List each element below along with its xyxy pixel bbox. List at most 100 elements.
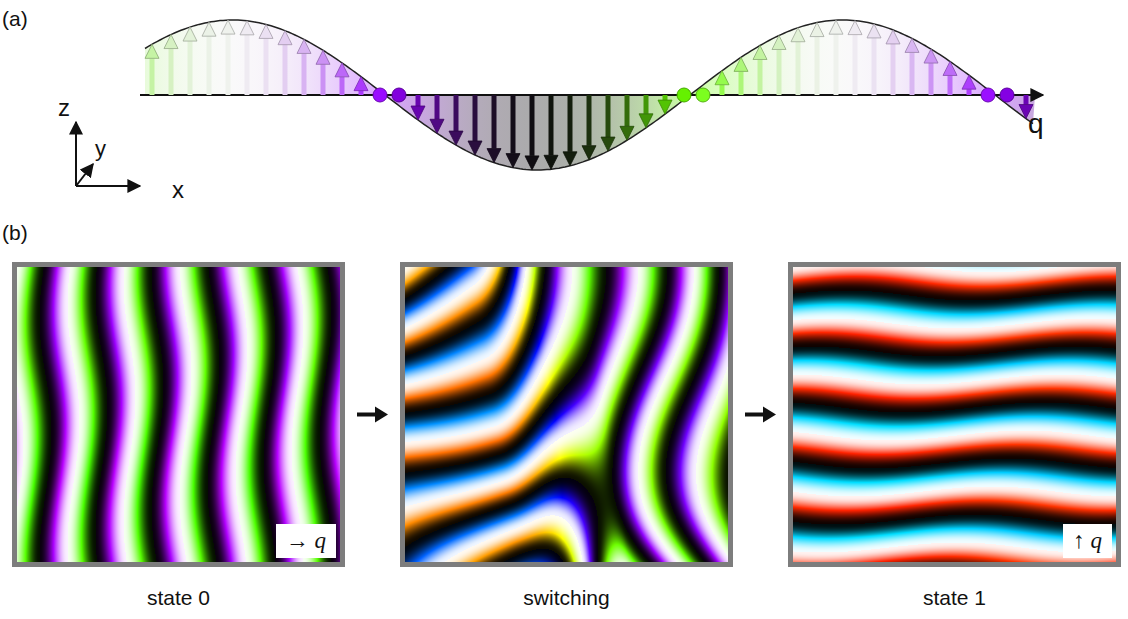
sequence-arrow: [357, 407, 388, 423]
simulation-panel: state 0→ q: [12, 262, 345, 567]
spin-shaft: [549, 95, 554, 155]
panel-caption: switching: [385, 586, 748, 610]
spin-head: [905, 38, 919, 52]
spin-shaft: [359, 91, 364, 95]
spin-head: [563, 152, 577, 166]
spin-shaft: [777, 49, 782, 95]
spin-shaft: [150, 58, 155, 95]
spin-head: [183, 27, 197, 41]
spin-shaft: [416, 95, 421, 106]
spin-shaft: [511, 95, 516, 154]
spin-head: [544, 155, 558, 169]
panel-letter: (a): [2, 8, 28, 29]
spin-shaft: [340, 77, 345, 95]
spin-shaft: [321, 64, 326, 95]
spin-head: [449, 131, 463, 145]
spin-shaft: [587, 95, 592, 146]
spin-dot: [1000, 88, 1014, 102]
spin-head: [164, 35, 178, 49]
spin-shaft: [739, 71, 744, 95]
spin-shaft: [910, 52, 915, 95]
spin-dot: [696, 88, 710, 102]
spin-head: [145, 44, 159, 58]
spin-head: [848, 21, 862, 35]
spin-head: [639, 114, 653, 128]
spin-shaft: [815, 37, 820, 95]
spin-shaft: [644, 95, 649, 114]
spin-head: [468, 141, 482, 155]
simulation-panel: switching: [400, 262, 733, 567]
axis-label: y: [95, 138, 106, 160]
spin-shaft: [226, 34, 231, 95]
spin-head: [316, 50, 330, 64]
spin-head: [810, 23, 824, 37]
spin-shaft: [625, 95, 630, 126]
spin-shaft: [891, 44, 896, 95]
wavevector-label: → q: [286, 528, 326, 553]
panel-letter: (b): [2, 222, 28, 243]
spin-head: [886, 30, 900, 44]
spin-shaft: [872, 38, 877, 95]
x-axis: [76, 185, 140, 187]
z-axis: [75, 122, 77, 186]
spin-head: [525, 156, 539, 170]
spin-dot: [392, 88, 406, 102]
spin-shaft: [720, 85, 725, 95]
spin-shaft: [188, 41, 193, 95]
wavevector-label: ↑ q: [1073, 528, 1102, 553]
spin-shaft: [245, 35, 250, 95]
spin-head: [772, 35, 786, 49]
spin-head: [829, 20, 843, 34]
spin-shaft: [169, 49, 174, 95]
spin-head: [240, 21, 254, 35]
spin-dot: [677, 88, 691, 102]
spin-head: [297, 39, 311, 53]
texture-map: [793, 267, 1116, 562]
spin-head: [867, 24, 881, 38]
spin-head: [487, 149, 501, 163]
spin-head: [601, 137, 615, 151]
simulation-panel: state 1↑ q: [788, 262, 1121, 567]
direction-inset: → q: [276, 524, 336, 558]
axis-label: q: [1028, 110, 1044, 138]
axis-label: x: [172, 178, 184, 202]
spin-head: [278, 31, 292, 45]
spin-shaft: [435, 95, 440, 119]
spin-shaft: [207, 36, 212, 95]
panel-caption: state 1: [773, 586, 1128, 610]
spin-arrows: [145, 20, 1033, 170]
spin-shaft: [568, 95, 573, 152]
spin-shaft: [264, 38, 269, 95]
spin-shaft: [758, 59, 763, 95]
y-axis: [76, 164, 93, 186]
spin-head: [791, 28, 805, 42]
sequence-arrow: [745, 407, 776, 423]
spin-shaft: [663, 95, 668, 100]
spin-shaft: [929, 63, 934, 95]
spin-head: [221, 20, 235, 34]
spin-head: [620, 126, 634, 140]
direction-inset: ↑ q: [1063, 524, 1112, 558]
spin-shaft: [454, 95, 459, 131]
spin-shaft: [492, 95, 497, 149]
spin-head: [924, 49, 938, 63]
spin-head: [259, 24, 273, 38]
spin-head: [411, 106, 425, 120]
spin-head: [354, 77, 368, 91]
spin-shaft: [948, 75, 953, 95]
spin-shaft: [473, 95, 478, 141]
spin-head: [202, 22, 216, 36]
spin-shaft: [302, 53, 307, 95]
spin-head: [715, 71, 729, 85]
spin-shaft: [606, 95, 611, 137]
spin-dot: [981, 88, 995, 102]
spin-shaft: [530, 95, 535, 156]
spin-head: [582, 146, 596, 160]
spin-head: [506, 154, 520, 168]
spin-head: [335, 63, 349, 77]
spin-shaft: [1024, 95, 1029, 105]
panel-caption: state 0: [0, 586, 360, 610]
spin-shaft: [834, 34, 839, 95]
spin-head: [962, 75, 976, 89]
axis-label: z: [58, 96, 70, 120]
